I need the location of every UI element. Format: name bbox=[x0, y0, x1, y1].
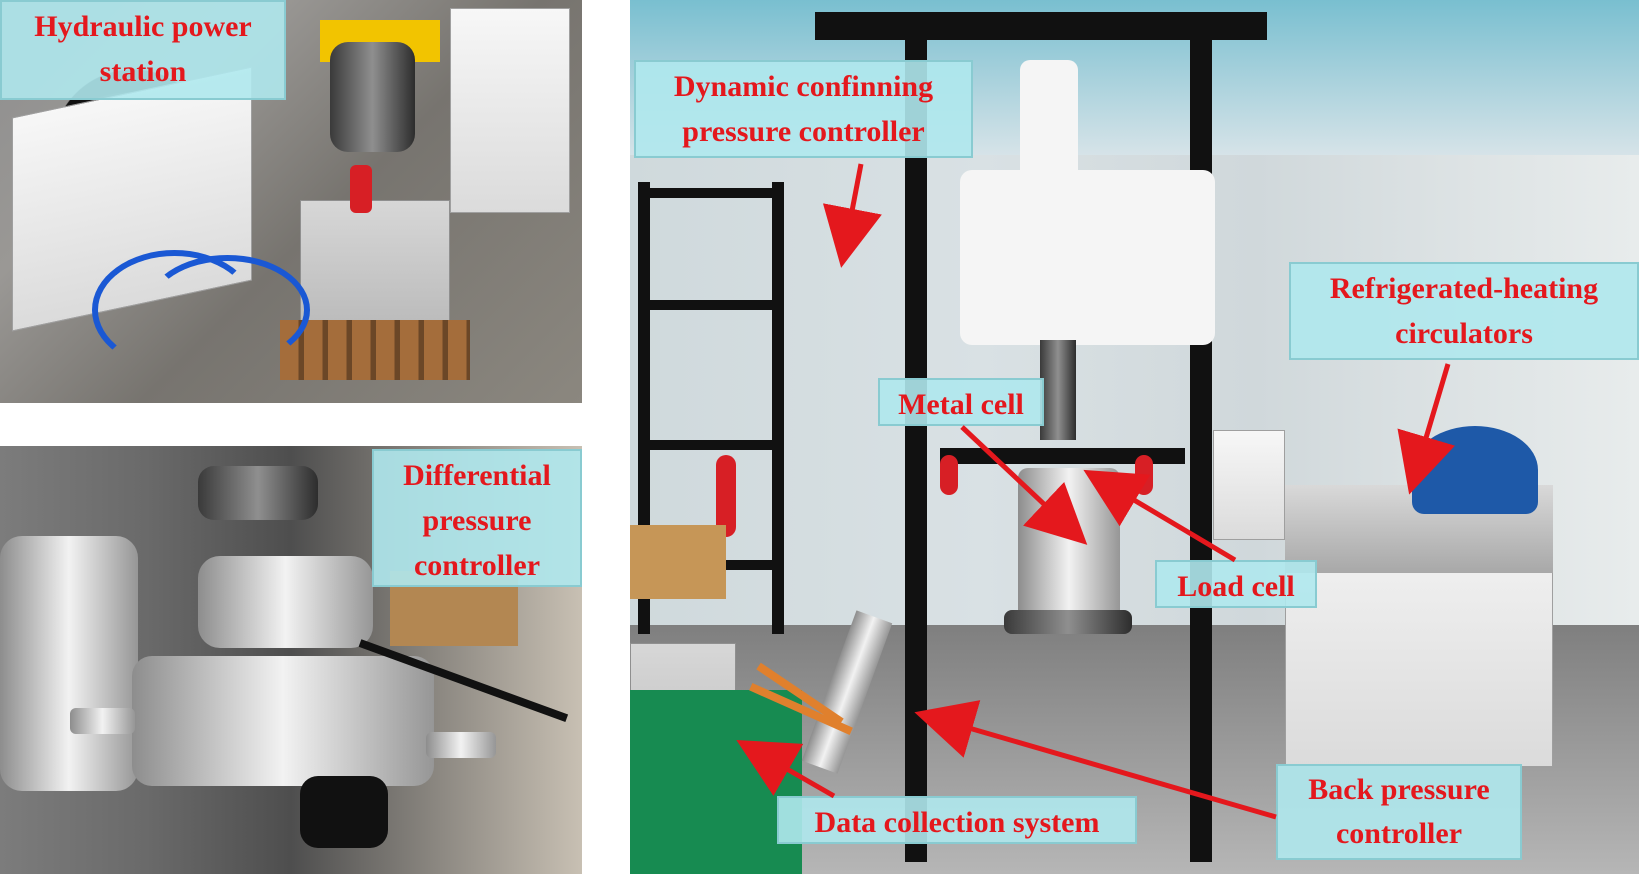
right-fitting bbox=[426, 732, 496, 758]
metal-cell-body bbox=[1018, 468, 1120, 630]
connector-head bbox=[198, 466, 318, 520]
motor bbox=[330, 42, 415, 152]
label-differential-pressure-controller: Differential pressure controller bbox=[372, 449, 582, 587]
black-part bbox=[300, 776, 388, 848]
cardboard-stack bbox=[630, 525, 726, 599]
blue-hose-1 bbox=[92, 250, 257, 370]
left-rack-beam-1 bbox=[638, 188, 784, 198]
label-text-hydraulic-power-station: Hydraulic power station bbox=[34, 10, 252, 88]
label-hydraulic-power-station: Hydraulic power station bbox=[0, 0, 286, 100]
left-flange bbox=[0, 536, 138, 791]
sensor-cylinder bbox=[198, 556, 373, 648]
label-text-dynamic-confining-pressure-controller: Dynamic confinning pressure controller bbox=[673, 70, 934, 148]
metal-cell-base bbox=[1004, 610, 1132, 634]
frame-right-column bbox=[1190, 18, 1212, 862]
sensor-body bbox=[132, 656, 434, 786]
left-fitting bbox=[70, 708, 135, 734]
label-back-pressure-controller: Back pressure controller bbox=[1276, 764, 1522, 860]
label-data-collection-system: Data collection system bbox=[777, 796, 1137, 844]
red-filter bbox=[350, 165, 372, 213]
green-bench bbox=[630, 690, 802, 874]
label-refrigerated-heating-circulators: Refrigerated-heating circulators bbox=[1289, 262, 1639, 360]
crosshead bbox=[960, 170, 1215, 345]
hydraulic-tank bbox=[300, 200, 450, 340]
label-text-back-pressure-controller: Back pressure controller bbox=[1308, 773, 1490, 850]
label-metal-cell: Metal cell bbox=[878, 378, 1044, 426]
label-text-data-collection-system: Data collection system bbox=[814, 806, 1100, 839]
left-rack-post-2 bbox=[772, 182, 784, 634]
left-rack-post-1 bbox=[638, 182, 650, 634]
left-rack-beam-3 bbox=[638, 440, 784, 450]
blue-barrel bbox=[1412, 426, 1538, 514]
label-dynamic-confining-pressure-controller: Dynamic confinning pressure controller bbox=[634, 60, 973, 158]
label-text-metal-cell: Metal cell bbox=[898, 388, 1024, 421]
right-hook bbox=[1135, 455, 1153, 495]
frame-left-column bbox=[905, 18, 927, 862]
label-text-refrigerated-heating-circulators: Refrigerated-heating circulators bbox=[1329, 272, 1599, 350]
piston-rod bbox=[1040, 340, 1076, 440]
side-control-box bbox=[1213, 430, 1285, 540]
control-box bbox=[450, 8, 570, 213]
hydraulic-power-station-photo bbox=[0, 0, 582, 403]
pallet bbox=[280, 320, 470, 380]
left-rack-beam-2 bbox=[638, 300, 784, 310]
label-load-cell: Load cell bbox=[1155, 560, 1317, 608]
label-text-differential-pressure-controller: Differential pressure controller bbox=[403, 459, 551, 582]
frame-top-beam bbox=[815, 12, 1267, 40]
label-text-load-cell: Load cell bbox=[1177, 570, 1295, 603]
blue-hose-2 bbox=[145, 255, 310, 365]
fire-extinguisher bbox=[716, 455, 736, 537]
left-hook bbox=[940, 455, 958, 495]
